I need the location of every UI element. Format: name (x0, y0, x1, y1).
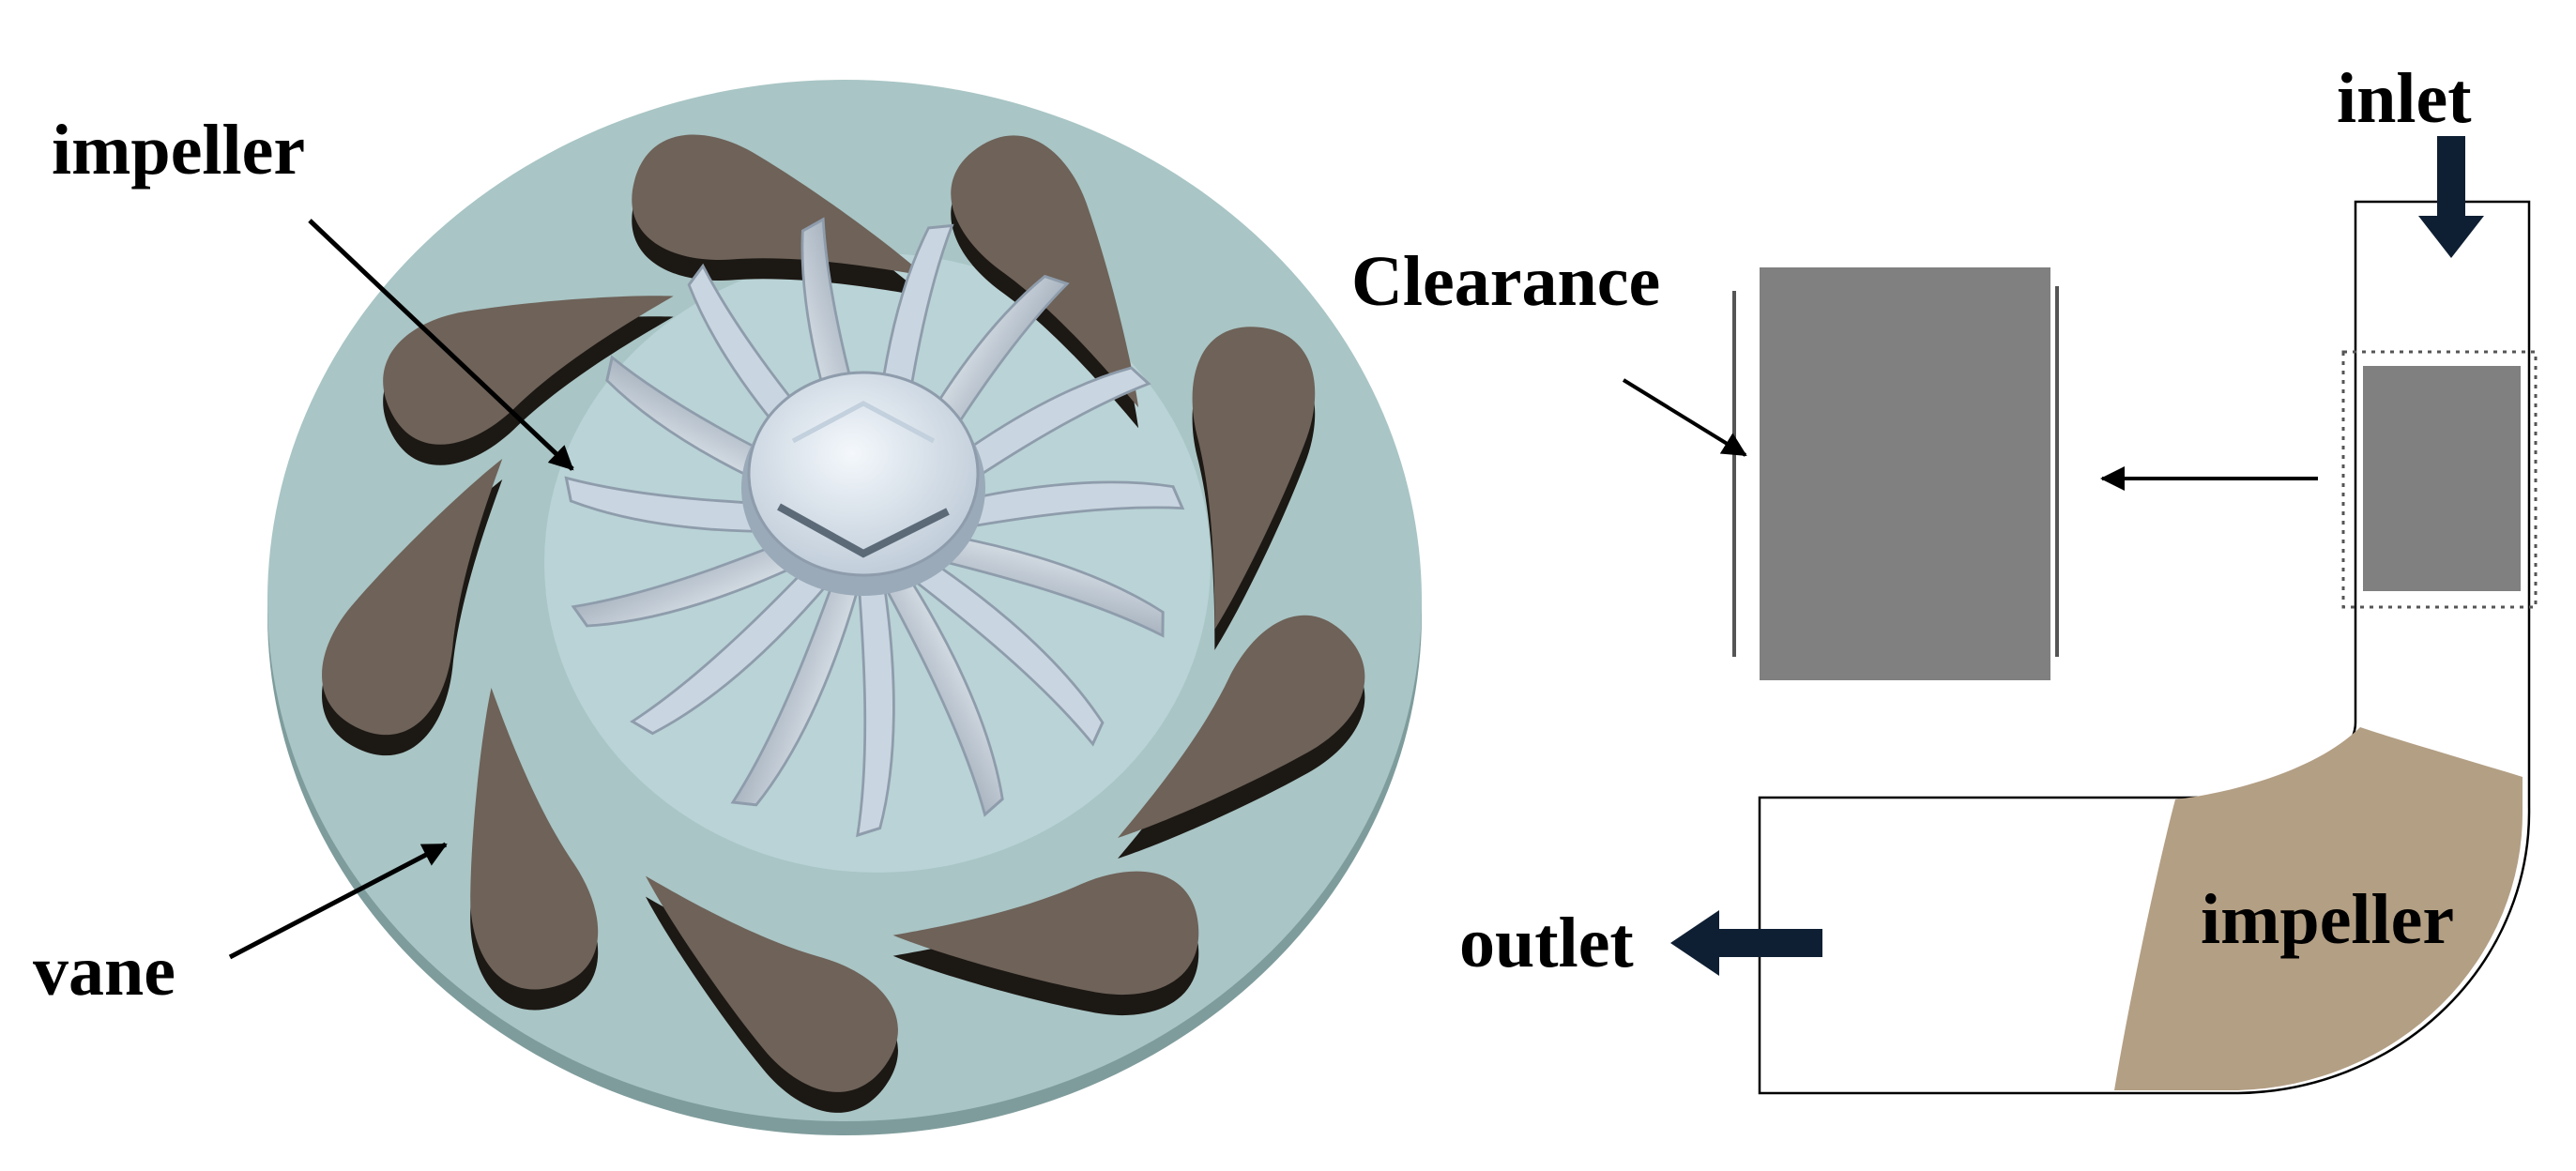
impeller-label: impeller (52, 111, 305, 190)
impeller-blade (730, 523, 875, 807)
impeller-blade (861, 523, 1004, 817)
vane-pointer-arrow (228, 842, 448, 960)
clearance-label: Clearance (1351, 242, 1660, 321)
vane-label: vane (33, 932, 175, 1011)
vane (892, 871, 1199, 995)
outlet-arrow (1670, 910, 1822, 976)
inlet-arrow (2418, 136, 2484, 258)
vane (632, 134, 925, 276)
clearance-pointer-arrow (1622, 378, 1747, 457)
outlet-label: outlet (1459, 904, 1634, 982)
vane (951, 135, 1139, 408)
impeller-blades-group (564, 217, 1185, 838)
impeller-tip-block (2363, 366, 2521, 591)
impeller-section (2114, 727, 2523, 1090)
inlet-label: inlet (2337, 59, 2472, 138)
vane (645, 875, 898, 1092)
impeller-pointer-arrow (308, 219, 574, 471)
impeller-hub (741, 371, 985, 596)
vane (470, 688, 599, 990)
impeller-blade (871, 523, 1105, 747)
meridional-schematic: impeller inlet outlet Clearance (1351, 59, 2538, 1095)
enlarged-block (1760, 267, 2050, 680)
vane (383, 296, 674, 445)
vane (1192, 327, 1316, 630)
vanes-group (322, 134, 1365, 1113)
vaned-diffuser-view: impeller vane (33, 80, 1422, 1135)
vane (322, 459, 503, 736)
vane (1118, 615, 1365, 838)
impeller-blade (854, 523, 895, 838)
impeller-section-label: impeller (2201, 880, 2454, 959)
clearance-zone-outline (2341, 350, 2538, 609)
